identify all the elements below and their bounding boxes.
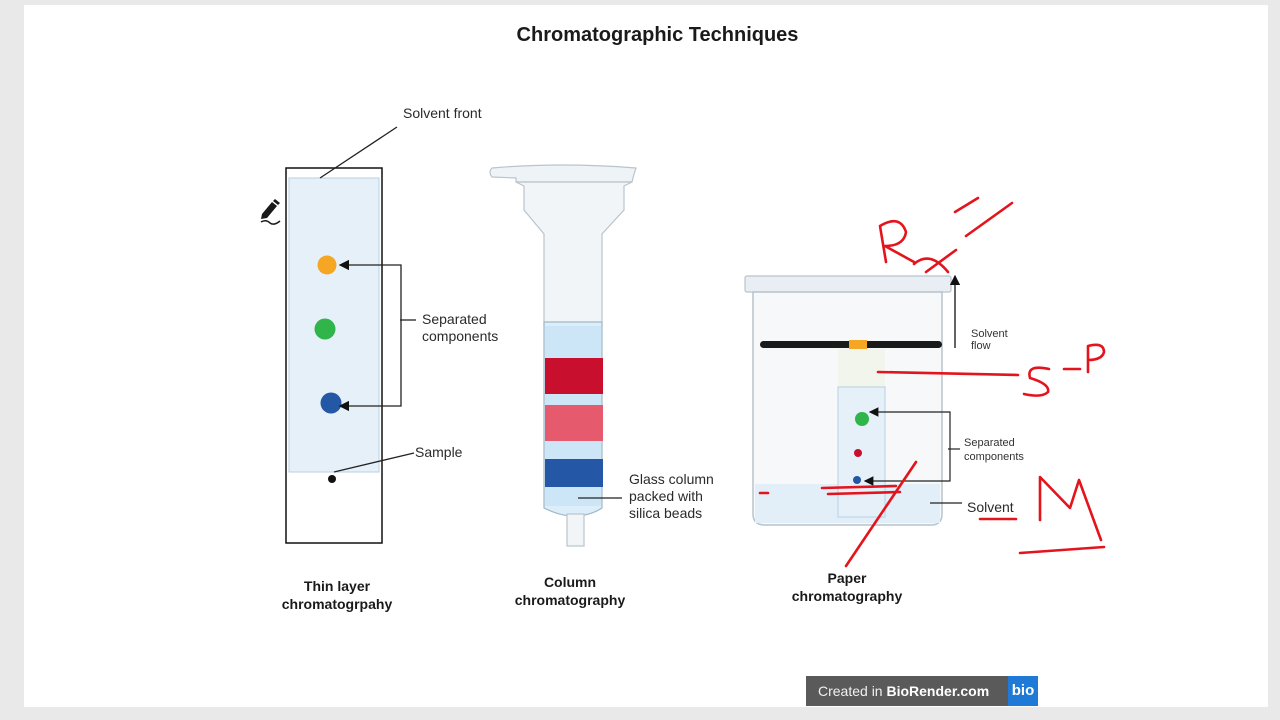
tlc-caption-line1: Thin layer	[303, 578, 371, 594]
paper-caption: Paper chromatography	[782, 569, 912, 605]
column-caption: Column chromatography	[505, 573, 635, 609]
paper-caption-line2: chromatography	[791, 588, 903, 604]
column-band-pink	[545, 405, 603, 441]
badge-text: Created in BioRender.com	[806, 683, 1010, 699]
paper-caption-line1: Paper	[827, 570, 867, 586]
handwritten-annotations	[758, 196, 1106, 568]
column-caption-line1: Column	[543, 574, 597, 590]
solvent-front-label: Solvent front	[403, 105, 482, 121]
solvent-flow-label-1: Solvent	[971, 328, 1008, 340]
column-band-red	[545, 358, 603, 394]
tlc-spot-orange	[317, 255, 337, 275]
column-band-blue	[545, 459, 603, 487]
column-label-3: silica beads	[629, 505, 703, 521]
paper-solvent-label: Solvent	[967, 499, 1014, 515]
sample-label: Sample	[415, 444, 463, 460]
biorender-badge[interactable]: Created in BioRender.com bio	[806, 676, 1038, 706]
diagram-canvas	[24, 5, 1268, 707]
solvent-flow-label-2: flow	[971, 340, 991, 352]
tlc-spot-blue	[320, 392, 342, 414]
biorender-logo-icon: bio	[1008, 676, 1038, 706]
tlc-caption-line2: chromatogrpahy	[281, 596, 393, 612]
pen-icon[interactable]	[258, 196, 284, 226]
column-caption-line2: chromatography	[514, 592, 626, 608]
column-label-2: packed with	[629, 488, 703, 504]
badge-brand: BioRender.com	[886, 683, 990, 699]
paper-separated-label-2: components	[964, 451, 1024, 463]
tlc-separated-label-1: Separated	[422, 311, 487, 327]
page-title: Chromatographic Techniques	[516, 24, 799, 46]
paper-apparatus	[744, 274, 962, 526]
tlc-caption: Thin layer chromatogrpahy	[272, 577, 402, 613]
tlc-sample-dot	[328, 475, 336, 483]
tlc-plate	[285, 126, 416, 544]
tlc-spot-green	[314, 318, 336, 340]
column-apparatus	[489, 164, 637, 547]
paper-separated-label-1: Separated	[964, 437, 1015, 449]
column-label-1: Glass column	[629, 471, 714, 487]
tlc-separated-label-2: components	[422, 328, 499, 344]
badge-prefix: Created in	[818, 683, 887, 699]
